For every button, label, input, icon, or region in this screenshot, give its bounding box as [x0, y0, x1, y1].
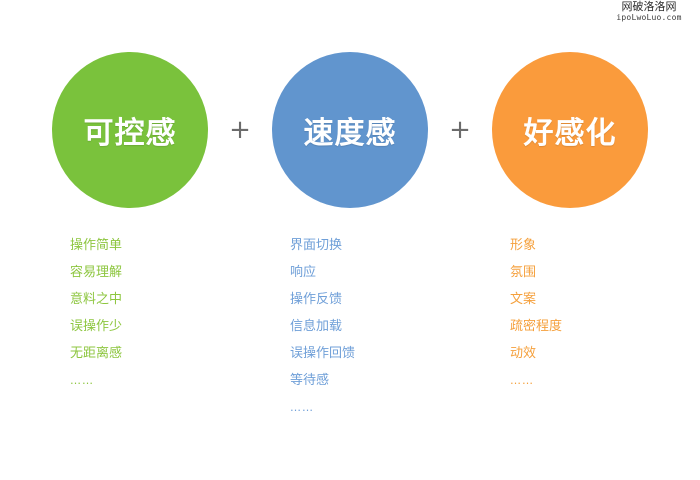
list-item: 无距离感: [70, 346, 123, 361]
list-item: 误操作少: [70, 319, 123, 334]
list-speed: 界面切换 响应 操作反馈 信息加载 误操作回馈 等待感 ……: [272, 232, 428, 421]
watermark: 网破洛洛网 ipoLwoLuo.com: [604, 1, 694, 22]
circle-speed: 速度感: [272, 52, 428, 208]
list-item: 意料之中: [70, 292, 123, 307]
list-item: 操作简单: [70, 238, 123, 253]
list-item-ellipsis: ……: [510, 374, 534, 387]
list-item: 界面切换: [290, 238, 343, 253]
circle-row: 可控感 + 速度感 + 好感化: [0, 50, 700, 210]
list-item: 响应: [290, 265, 317, 280]
circle-label-speed: 速度感: [303, 116, 397, 151]
list-item: 氛围: [510, 265, 537, 280]
circle-label-controllability: 可控感: [83, 116, 177, 151]
list-item: 动效: [510, 346, 537, 361]
plus-sign-2: +: [449, 115, 471, 145]
list-item: 疏密程度: [510, 319, 563, 334]
list-item: 文案: [510, 292, 537, 307]
list-item: 操作反馈: [290, 292, 343, 307]
list-item-ellipsis: ……: [70, 374, 94, 387]
list-item: 信息加载: [290, 319, 343, 334]
list-item: 形象: [510, 238, 537, 253]
list-item: 误操作回馈: [290, 346, 356, 361]
watermark-site-name: 网破洛洛网: [621, 0, 677, 13]
list-item: 等待感: [290, 373, 330, 388]
attribute-lists: 操作简单 容易理解 意料之中 误操作少 无距离感 …… 界面切换 响应 操作反馈…: [0, 232, 700, 421]
list-affinity: 形象 氛围 文案 疏密程度 动效 ……: [492, 232, 648, 394]
list-controllability: 操作简单 容易理解 意料之中 误操作少 无距离感 ……: [52, 232, 208, 394]
circle-controllability: 可控感: [52, 52, 208, 208]
circle-affinity: 好感化: [492, 52, 648, 208]
list-item: 容易理解: [70, 265, 123, 280]
list-item-ellipsis: ……: [290, 401, 314, 414]
plus-sign-1: +: [229, 115, 251, 145]
circle-label-affinity: 好感化: [523, 116, 617, 151]
watermark-url: ipoLwoLuo.com: [616, 13, 682, 22]
